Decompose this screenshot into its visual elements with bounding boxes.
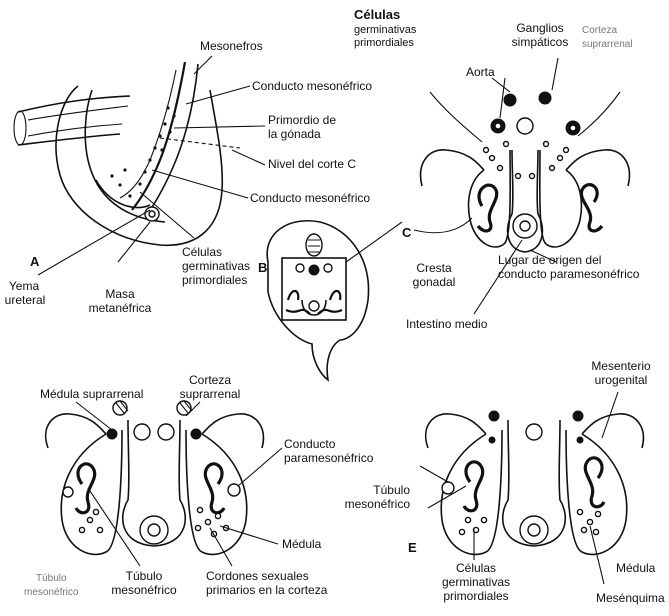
label-conducto-d-line2: paramesonéfrico bbox=[284, 452, 373, 465]
label-corteza-c-line2: suprarrenal bbox=[582, 38, 633, 51]
label-mesonefros: Mesonefros bbox=[200, 40, 263, 53]
label-yema-line2: ureteral bbox=[0, 294, 50, 307]
label-celulas-c-line3: primordiales bbox=[354, 37, 414, 50]
label-celulas-e-line2: germinativas bbox=[436, 576, 516, 589]
label-tubulo-e-line2: mesonéfrico bbox=[320, 498, 410, 511]
label-mesenterio-line2: urogenital bbox=[578, 374, 664, 387]
label-celulas-a-line1: Células bbox=[182, 246, 222, 259]
label-corteza-c-line1: Corteza bbox=[582, 24, 617, 37]
label-ganglios-line2: simpáticos bbox=[500, 36, 580, 49]
label-primordio-line1: Primordio de bbox=[268, 114, 336, 127]
label-corteza-d-line1: Corteza bbox=[170, 374, 250, 387]
label-primordio-line2: la gónada bbox=[268, 128, 321, 141]
label-medula-supra: Médula suprarrenal bbox=[40, 388, 143, 401]
label-medula-d: Médula bbox=[282, 538, 321, 551]
label-tubulo-d-line2: mesonéfrico bbox=[104, 584, 184, 597]
label-nivel-corte: Nivel del corte C bbox=[268, 158, 356, 171]
label-celulas-c-title: Células bbox=[354, 8, 400, 21]
label-masa-line2: metanéfrica bbox=[80, 302, 160, 315]
label-tubulo-d-line1: Túbulo bbox=[104, 570, 184, 583]
panel-label-b: B bbox=[258, 260, 267, 275]
label-corteza-d-line2: suprarrenal bbox=[170, 388, 250, 401]
panel-label-a: A bbox=[30, 254, 39, 269]
label-conducto-mesonefrico-top: Conducto mesonéfrico bbox=[252, 80, 372, 93]
label-cresta-line2: gonadal bbox=[404, 276, 464, 289]
label-yema-line1: Yema bbox=[4, 280, 44, 293]
label-masa-line1: Masa bbox=[80, 288, 160, 301]
panel-d-drawing bbox=[46, 401, 282, 566]
label-left-tubulo-line2: mesonéfrico bbox=[24, 586, 78, 599]
label-celulas-e-line3: primordiales bbox=[436, 590, 516, 603]
label-tubulo-e-line1: Túbulo bbox=[320, 484, 410, 497]
panel-label-c: C bbox=[402, 225, 411, 240]
label-medula-e: Médula bbox=[616, 562, 655, 575]
label-cordones-line2: primarios en la corteza bbox=[206, 584, 327, 597]
label-intestino: Intestino medio bbox=[406, 318, 487, 331]
label-left-tubulo-line1: Túbulo bbox=[36, 572, 67, 585]
label-conducto-mesonefrico-bottom: Conducto mesonéfrico bbox=[250, 192, 370, 205]
panel-a-drawing bbox=[14, 62, 240, 245]
label-mesenquima: Mesénquima bbox=[596, 592, 665, 605]
label-celulas-a-line3: primordiales bbox=[182, 274, 247, 287]
label-cordones-line1: Cordones sexuales bbox=[206, 570, 309, 583]
label-celulas-e-line1: Células bbox=[436, 562, 516, 575]
label-cresta-line1: Cresta bbox=[404, 262, 464, 275]
label-aorta: Aorta bbox=[466, 66, 495, 79]
panel-label-e: E bbox=[408, 540, 417, 555]
panel-e-drawing bbox=[420, 392, 643, 584]
label-lugar-line1: Lugar de origen del bbox=[498, 254, 601, 267]
label-celulas-a-line2: germinativas bbox=[182, 260, 250, 273]
label-lugar-line2: conducto paramesonéfrico bbox=[498, 268, 639, 281]
label-conducto-d-line1: Conducto bbox=[284, 438, 335, 451]
label-mesenterio-line1: Mesenterio bbox=[578, 360, 664, 373]
panel-a-leaders bbox=[38, 56, 265, 275]
label-ganglios-line1: Ganglios bbox=[500, 22, 580, 35]
label-celulas-c-line2: germinativas bbox=[354, 24, 416, 37]
panel-b-drawing bbox=[267, 221, 402, 380]
